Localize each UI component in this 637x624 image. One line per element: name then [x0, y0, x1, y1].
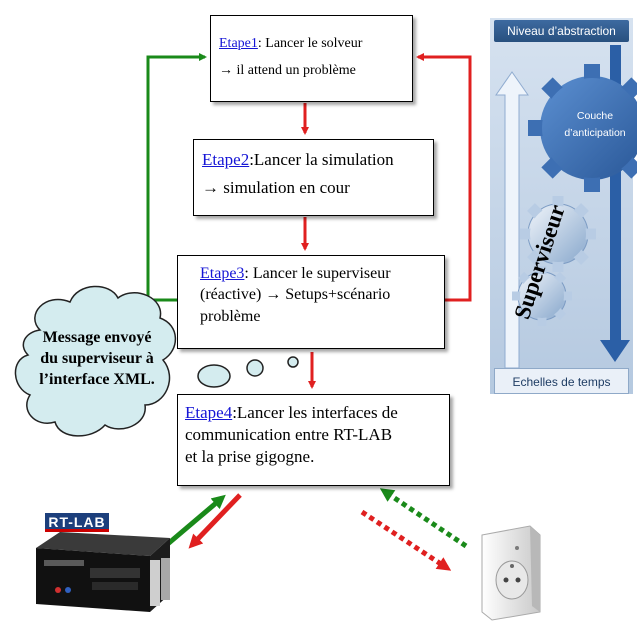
cloud-message: Message envoyé du superviseur à l’interf…: [39, 329, 155, 388]
step2-detail: → simulation en cour: [202, 178, 350, 197]
step1-title: : Lancer le solveur: [257, 36, 363, 51]
step4-link[interactable]: Etape4: [185, 403, 233, 422]
step2-box: Etape2:Lancer la simulation → simulation…: [193, 139, 434, 216]
red-feedback-arrow: [416, 53, 472, 302]
step2-link[interactable]: Etape2: [202, 150, 250, 169]
arrow-rtlab-to-step4: [161, 494, 226, 550]
step3-detail-2: problème: [200, 307, 261, 325]
step2-title: :Lancer la simulation: [249, 150, 394, 169]
step4-title: :Lancer les interfaces de: [232, 403, 398, 422]
step3-title: : Lancer le superviseur: [244, 265, 391, 282]
arrow-step4-to-socket: [360, 509, 452, 571]
step3-link[interactable]: Etape3: [200, 265, 245, 282]
abstraction-level-label: Niveau d’abstraction: [494, 20, 629, 42]
rtlab-logo: RT-LAB: [45, 513, 109, 532]
down-arrow: [600, 45, 630, 362]
step4-detail: communication entre RT-LAB: [185, 425, 393, 445]
supervisor-gears: [512, 196, 596, 326]
anticipation-gear: [528, 64, 637, 192]
up-arrow: [495, 71, 529, 369]
green-feedback-arrow: [146, 53, 207, 302]
arrow-socket-to-step4: [379, 488, 468, 549]
step3-detail: (réactive) → Setups+scénario: [200, 286, 391, 304]
step4-detail-2: et la prise gigogne.: [185, 447, 315, 467]
rtlab-chassis: [36, 532, 170, 612]
step1-box: Etape1: Lancer le solveur → il attend un…: [210, 15, 413, 102]
step1-detail: → il attend un problème: [219, 63, 356, 78]
step3-box: Etape3: Lancer le superviseur (réactive)…: [177, 255, 445, 349]
step4-box: Etape4:Lancer les interfaces de communic…: [177, 394, 450, 486]
step1-link[interactable]: Etape1: [219, 36, 258, 51]
time-scales-label: Echelles de temps: [494, 368, 629, 394]
anticipation-line2: d’anticipation: [564, 126, 626, 139]
anticipation-line1: Couche: [576, 110, 614, 122]
anticipation-layer-label: Couche d’anticipation: [556, 108, 634, 142]
arrow-step4-to-rtlab: [188, 493, 242, 549]
